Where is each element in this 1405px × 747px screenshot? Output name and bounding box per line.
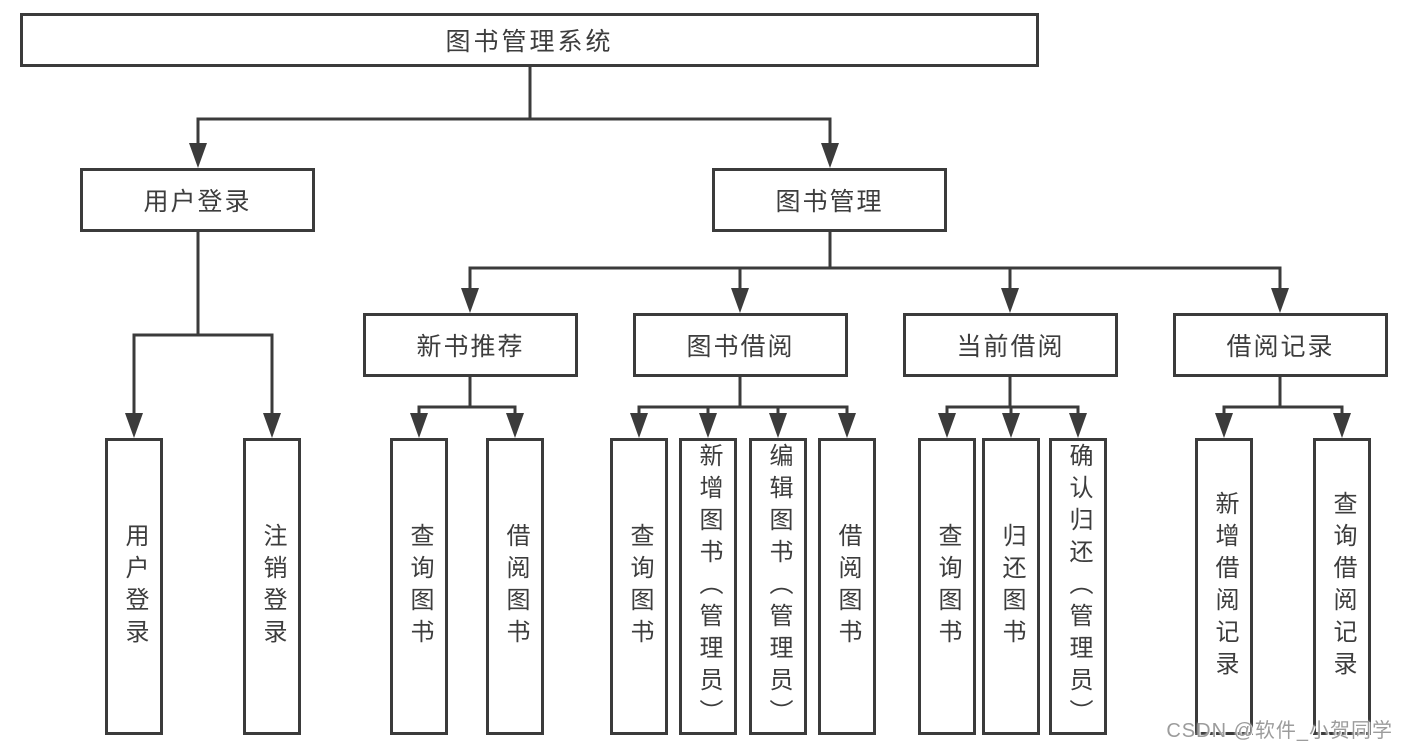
- arrowhead: [461, 288, 479, 313]
- arrowhead: [1001, 288, 1019, 313]
- arrowhead: [410, 413, 428, 438]
- node-label: 查询图书: [626, 522, 653, 651]
- node-label: 当前借阅: [956, 333, 1065, 361]
- node-label: 查询图书: [934, 522, 961, 651]
- arrowhead: [1271, 288, 1289, 313]
- node-label: 图书管理: [775, 188, 884, 216]
- node-label: 图书借阅: [686, 333, 795, 361]
- arrowhead: [1069, 413, 1087, 438]
- node-label: 新书推荐: [416, 333, 525, 361]
- node-user-login: 用户登录: [80, 168, 315, 232]
- node-label: 新增图书（管理员）: [695, 442, 722, 731]
- leaf-bb-query-book: 查询图书: [610, 438, 668, 735]
- node-root-system: 图书管理系统: [20, 13, 1039, 67]
- arrowhead: [263, 413, 281, 438]
- node-new-book-recommend: 新书推荐: [363, 313, 578, 377]
- node-label: 查询借阅记录: [1329, 490, 1356, 683]
- leaf-nbr-query-book: 查询图书: [390, 438, 448, 735]
- arrowhead: [938, 413, 956, 438]
- leaf-logout: 注销登录: [243, 438, 301, 735]
- arrowhead: [731, 288, 749, 313]
- arrowhead: [1215, 413, 1233, 438]
- node-label: 新增借阅记录: [1211, 490, 1238, 683]
- arrowhead: [699, 413, 717, 438]
- node-current-borrow: 当前借阅: [903, 313, 1118, 377]
- node-label: 借阅图书: [834, 522, 861, 651]
- node-label: 图书管理系统: [445, 28, 614, 56]
- leaf-cb-return-book: 归还图书: [982, 438, 1040, 735]
- csdn-watermark: CSDN @软件_小贺同学: [1166, 720, 1393, 742]
- node-label: 查询图书: [406, 522, 433, 651]
- leaf-bb-borrow-book: 借阅图书: [818, 438, 876, 735]
- arrowhead: [838, 413, 856, 438]
- node-label: 归还图书: [998, 522, 1025, 651]
- node-label: 编辑图书（管理员）: [765, 442, 792, 731]
- arrowhead: [821, 143, 839, 168]
- leaf-bb-edit-book-admin: 编辑图书（管理员）: [749, 438, 807, 735]
- arrowhead: [630, 413, 648, 438]
- node-label: 用户登录: [143, 188, 252, 216]
- leaf-bb-add-book-admin: 新增图书（管理员）: [679, 438, 737, 735]
- node-label: 用户登录: [121, 522, 148, 651]
- leaf-nbr-borrow-book: 借阅图书: [486, 438, 544, 735]
- node-label: 借阅记录: [1226, 333, 1335, 361]
- node-label: 借阅图书: [502, 522, 529, 651]
- node-book-borrow: 图书借阅: [633, 313, 848, 377]
- node-label: 确认归还（管理员）: [1065, 442, 1092, 731]
- arrowhead: [769, 413, 787, 438]
- leaf-cb-confirm-return-admin: 确认归还（管理员）: [1049, 438, 1107, 735]
- arrowhead: [1333, 413, 1351, 438]
- leaf-br-query-record: 查询借阅记录: [1313, 438, 1371, 735]
- node-label: 注销登录: [259, 522, 286, 651]
- leaf-user-login: 用户登录: [105, 438, 163, 735]
- node-borrow-record: 借阅记录: [1173, 313, 1388, 377]
- arrowhead: [1002, 413, 1020, 438]
- leaf-br-add-record: 新增借阅记录: [1195, 438, 1253, 735]
- arrowhead: [125, 413, 143, 438]
- leaf-cb-query-book: 查询图书: [918, 438, 976, 735]
- arrowhead: [506, 413, 524, 438]
- arrowhead: [189, 143, 207, 168]
- node-book-management: 图书管理: [712, 168, 947, 232]
